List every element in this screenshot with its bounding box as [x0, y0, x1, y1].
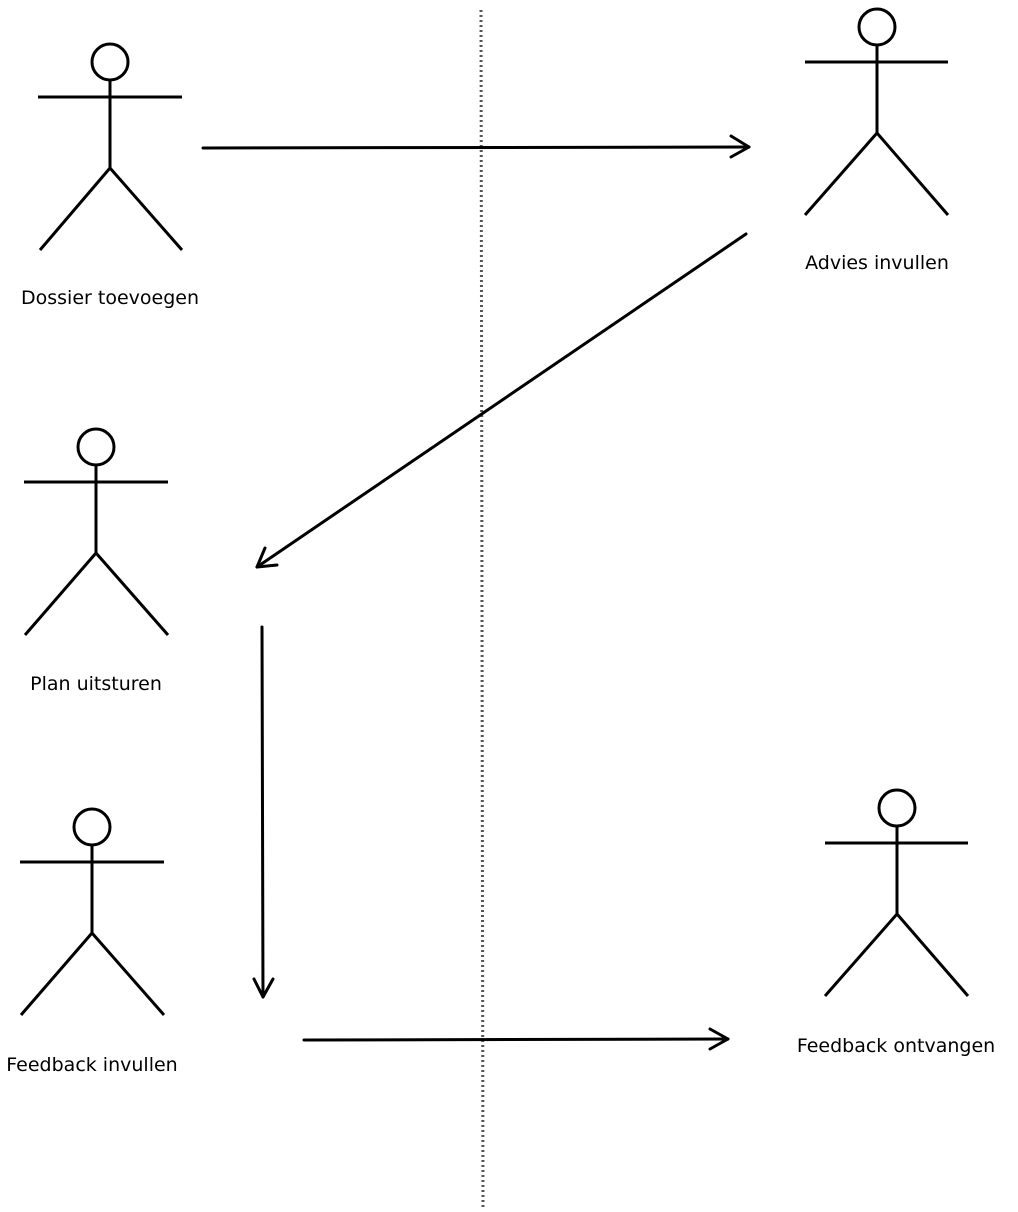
actor-right-leg — [875, 132, 950, 216]
arrowhead — [252, 977, 275, 999]
flow-arrow-plan-to-feedback-invullen — [252, 625, 275, 999]
actor-label-plan-uitsturen: Plan uitsturen — [30, 673, 162, 695]
actor-right-leg — [895, 913, 970, 997]
actor-label-feedback-invullen: Feedback invullen — [6, 1054, 177, 1076]
actor-right-leg — [94, 552, 170, 636]
actor-advies-invullen[interactable] — [803, 7, 950, 216]
actor-left-leg — [23, 552, 98, 636]
actor-label-feedback-ontvangen: Feedback ontvangen — [797, 1035, 995, 1057]
actor-head — [877, 788, 917, 828]
flow-arrow-feedback-invullen-to-ontvangen — [302, 1027, 730, 1051]
arrowhead — [729, 134, 751, 159]
actor-label-advies-invullen: Advies invullen — [805, 252, 949, 274]
actor-feedback-ontvangen[interactable] — [823, 788, 970, 997]
actor-left-leg — [19, 932, 94, 1016]
actor-head — [90, 42, 130, 82]
flow-arrow-advies-to-plan — [255, 232, 748, 569]
flow-arrow-dossier-to-advies — [201, 134, 751, 159]
actor-label-dossier-toevoegen: Dossier toevoegen — [21, 287, 199, 309]
arrowhead — [708, 1027, 730, 1051]
actor-dossier-toevoegen[interactable] — [38, 42, 184, 251]
actor-right-leg — [90, 932, 166, 1016]
actor-head — [76, 427, 116, 467]
actor-plan-uitsturen[interactable] — [23, 427, 170, 636]
swimlane-divider — [479, 9, 485, 1211]
actor-left-leg — [823, 913, 899, 997]
actor-right-leg — [108, 167, 184, 251]
actor-left-leg — [803, 132, 879, 216]
actor-head — [857, 7, 897, 47]
actor-feedback-invullen[interactable] — [19, 807, 166, 1016]
arrowhead — [255, 546, 279, 569]
actor-left-leg — [38, 167, 112, 251]
actor-head — [72, 807, 112, 847]
